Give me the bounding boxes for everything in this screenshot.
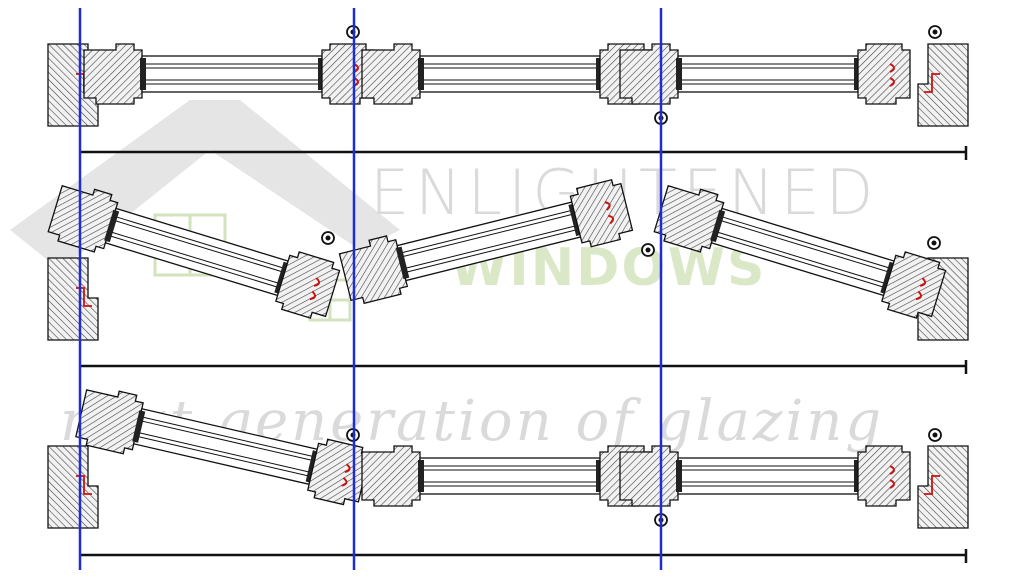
door-panel-1 (83, 43, 375, 105)
hinge-pivot-icon (928, 25, 942, 39)
row-closed (47, 25, 969, 160)
row-first-panel-open (47, 383, 969, 563)
outer-jamb-left (47, 257, 99, 341)
outer-jamb-right (917, 445, 969, 529)
door-panel-2 (361, 445, 653, 507)
outer-jamb-left (47, 445, 99, 529)
door-panel-3 (619, 43, 911, 105)
hinge-pivot-icon (321, 231, 335, 245)
hinge-pivot-icon (928, 428, 942, 442)
door-panel-2 (361, 43, 653, 105)
guide-lines (78, 8, 663, 570)
door-panel-3 (619, 445, 911, 507)
row-bifold-open (45, 176, 969, 374)
hinge-pivot-icon (927, 236, 941, 250)
hinge-pivot-icon (641, 243, 655, 257)
outer-jamb-right (917, 43, 969, 127)
